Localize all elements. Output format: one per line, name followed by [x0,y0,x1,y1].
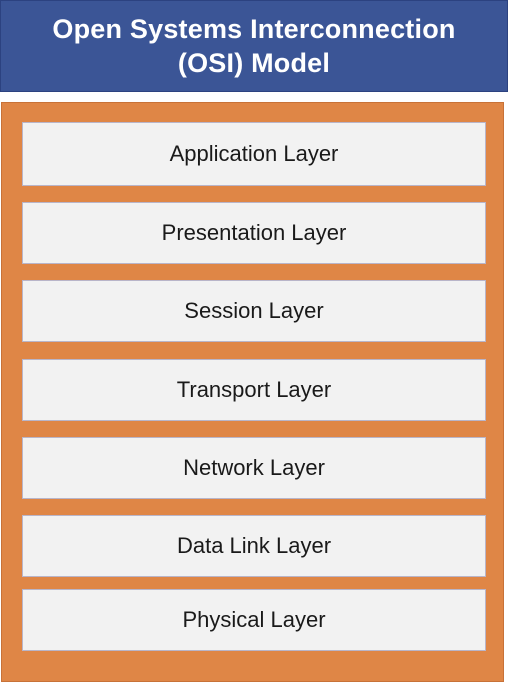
layer-transport: Transport Layer [22,359,486,421]
layer-label: Network Layer [183,455,325,480]
diagram-header: Open Systems Interconnection (OSI) Model [0,0,508,92]
layer-presentation: Presentation Layer [22,202,486,264]
layer-network: Network Layer [22,437,486,499]
layer-label: Presentation Layer [161,220,347,245]
layer-label: Application Layer [169,141,339,166]
layer-physical: Physical Layer [22,589,486,651]
layer-data-link: Data Link Layer [22,515,486,577]
layer-label: Transport Layer [176,377,332,402]
layer-session: Session Layer [22,280,486,342]
diagram-title: Open Systems Interconnection (OSI) Model [52,14,456,78]
layer-application: Application Layer [22,122,486,186]
osi-layers-container: Application Layer Presentation Layer Ses… [1,102,504,682]
layer-label: Data Link Layer [176,533,332,558]
layer-label: Physical Layer [182,607,326,632]
layer-label: Session Layer [184,298,324,323]
